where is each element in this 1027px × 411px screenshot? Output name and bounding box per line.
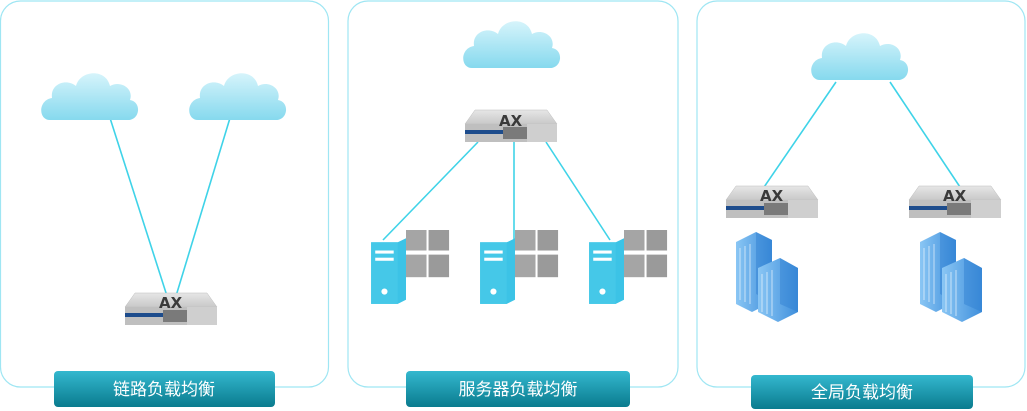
- cloud-icon: [41, 73, 139, 120]
- link-line: [382, 141, 479, 241]
- caption-global-lb: 全局负载均衡: [751, 375, 973, 409]
- building-icon: [735, 231, 799, 323]
- link-lb-diagram: AX: [41, 73, 287, 326]
- link-line: [109, 117, 168, 297]
- cloud-icon: [811, 33, 909, 80]
- server-icon: [589, 230, 668, 304]
- panel-link-lb: [0, 0, 330, 388]
- cloud-icon: [189, 73, 287, 120]
- link-line: [545, 141, 611, 241]
- server-icon: [371, 230, 450, 304]
- link-line: [761, 81, 837, 191]
- link-line: [175, 117, 231, 297]
- ax-device-label: AX: [499, 112, 523, 130]
- caption-link-lb: 链路负载均衡: [54, 371, 275, 407]
- ax-device-label: AX: [760, 187, 784, 205]
- caption-server-lb-text: 服务器负载均衡: [459, 380, 578, 400]
- link-line: [889, 81, 963, 191]
- server-icon: [480, 230, 559, 304]
- server-lb-diagram: AX: [371, 21, 668, 304]
- caption-global-lb-text: 全局负载均衡: [811, 383, 913, 403]
- caption-link-lb-text: 链路负载均衡: [113, 380, 215, 400]
- ax-device-label: AX: [943, 187, 967, 205]
- building-icon: [919, 231, 983, 323]
- ax-device-label: AX: [159, 294, 183, 312]
- global-lb-diagram: AX AX: [725, 33, 1002, 323]
- caption-server-lb: 服务器负载均衡: [406, 371, 630, 407]
- cloud-icon: [463, 21, 561, 68]
